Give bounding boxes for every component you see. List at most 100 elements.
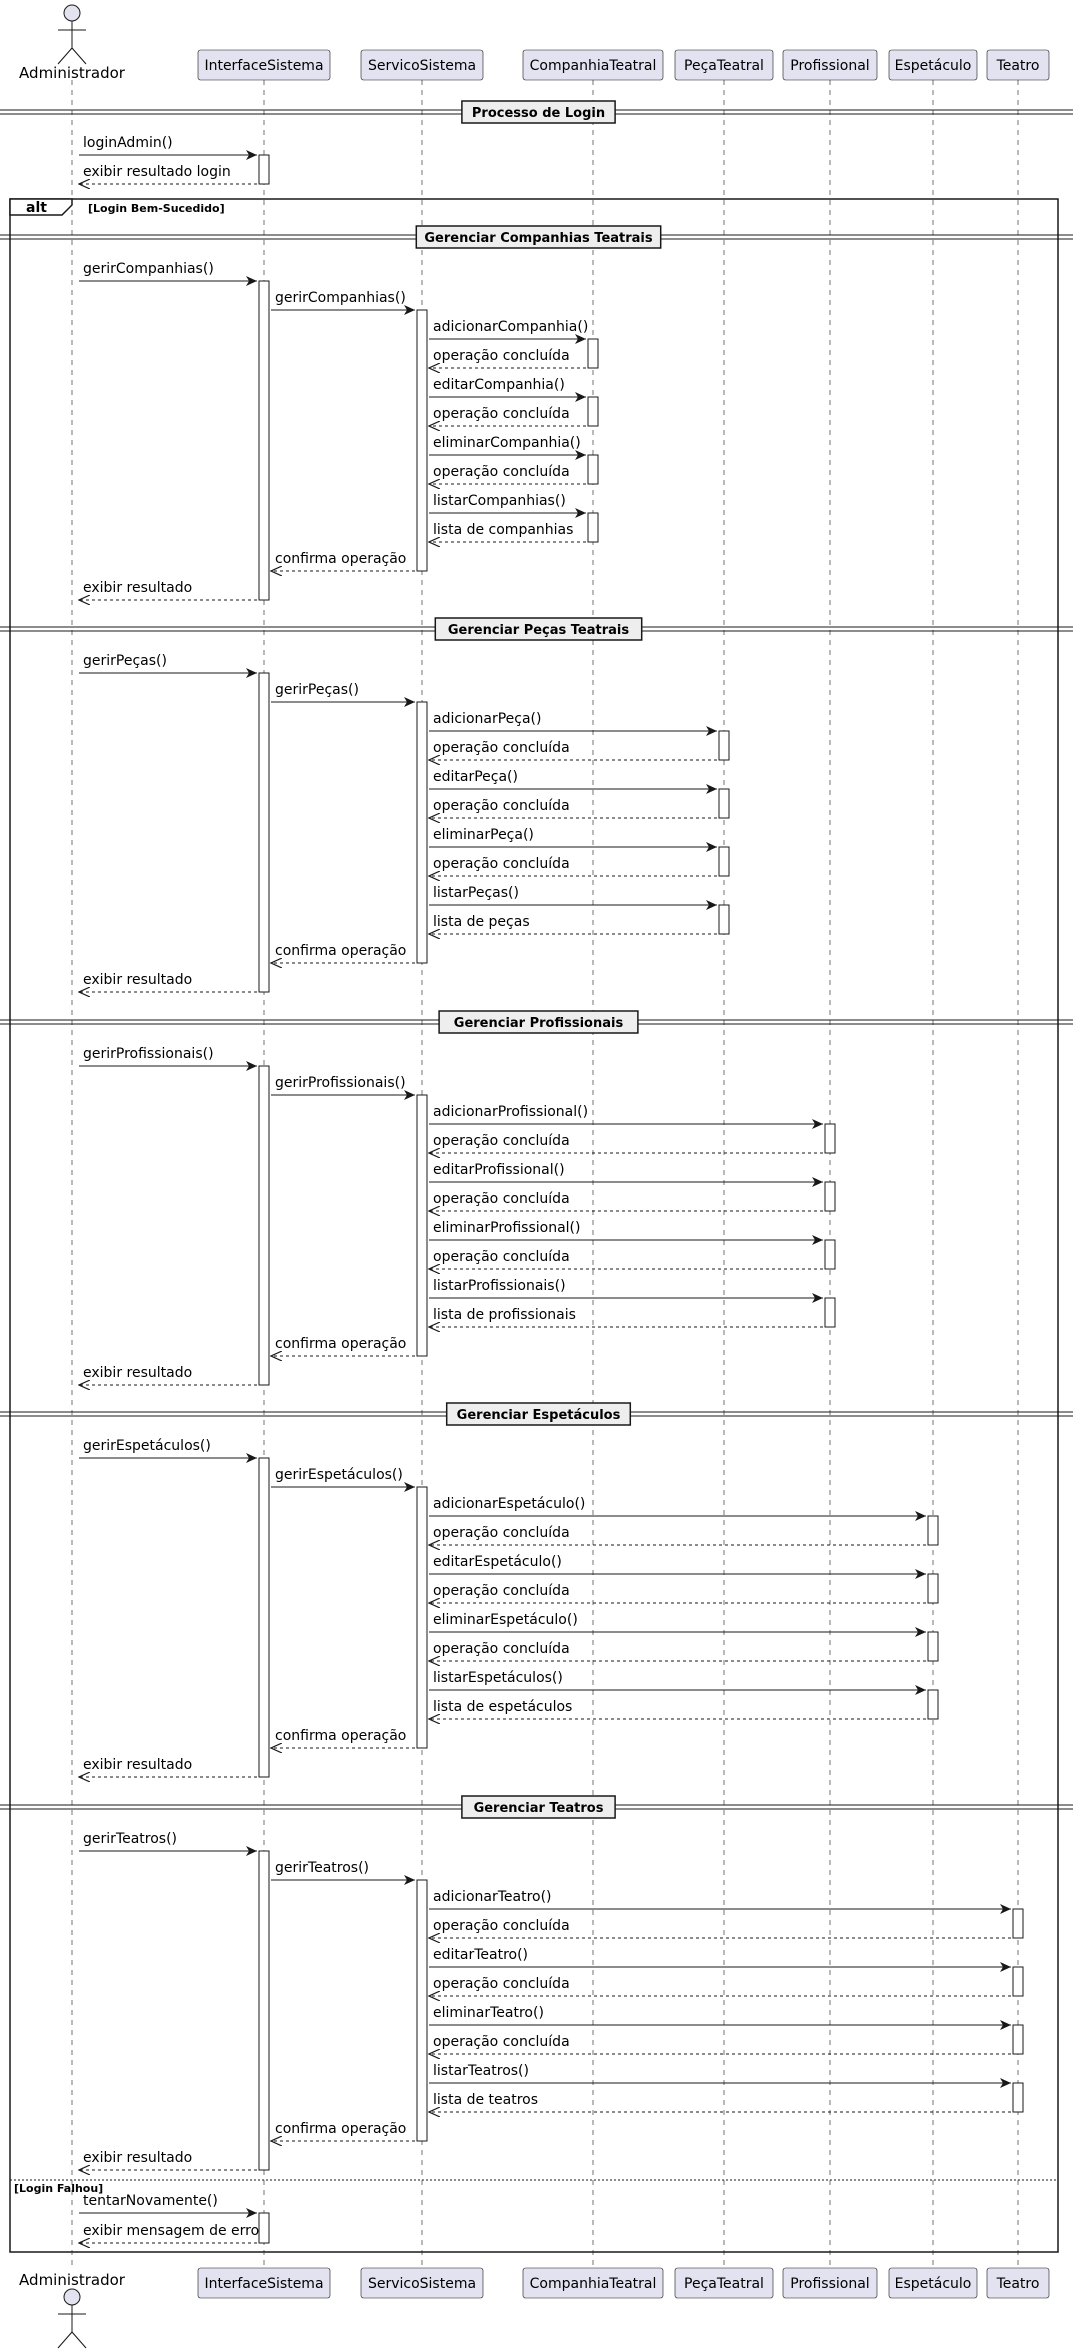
return-message: exibir resultado [79,972,257,992]
return-message: operação concluída [429,1583,926,1603]
call-message: gerirProfissionais() [271,1075,415,1100]
activation-esp [927,1573,939,1604]
actor-label: Administrador [19,64,126,82]
return-message: exibir resultado [79,1365,257,1385]
participant-label: PeçaTeatral [684,58,764,74]
message-label: operação concluída [433,1583,570,1599]
call-message: listarPeças() [429,885,717,910]
message-label: eliminarEspetáculo() [433,1612,578,1628]
return-message: exibir resultado login [79,164,257,184]
divider-label: Gerenciar Peças Teatrais [448,623,630,638]
call-message: listarCompanhias() [429,493,586,518]
participant-label: Teatro [996,2276,1040,2292]
activation-prof [824,1239,836,1270]
participant-label: Profissional [790,58,869,74]
message-label: operação concluída [433,348,570,364]
message-label: adicionarCompanhia() [433,319,588,335]
message-label: confirma operação [275,2121,406,2137]
call-message: editarCompanhia() [429,377,586,402]
message-label: confirma operação [275,943,406,959]
participant-ui-top: InterfaceSistema [197,49,331,81]
return-message: lista de espetáculos [429,1699,926,1719]
activation-teatro [1012,1966,1024,1997]
message-label: lista de teatros [433,2092,538,2108]
message-label: exibir mensagem de erro [83,2223,259,2239]
divider-label: Gerenciar Espetáculos [457,1408,621,1423]
message-label: gerirTeatros() [275,1860,369,1876]
message-label: editarEspetáculo() [433,1554,562,1570]
activations [258,154,1024,2244]
actor-label: Administrador [19,2271,126,2289]
message-label: gerirPeças() [275,682,359,698]
call-message: gerirTeatros() [271,1860,415,1885]
message-label: lista de peças [433,914,530,930]
message-label: exibir resultado [83,1365,192,1381]
divider-label: Processo de Login [472,106,605,121]
return-message: exibir resultado [79,580,257,600]
activation-peca [718,730,730,761]
message-label: operação concluída [433,1191,570,1207]
return-message: exibir mensagem de erro [79,2223,259,2243]
activation-cia [587,396,599,427]
activation-svc [416,1879,428,2142]
participant-label: InterfaceSistema [204,2276,323,2292]
message-label: gerirPeças() [83,653,167,669]
activation-ui [258,1065,270,1386]
message-label: editarPeça() [433,769,518,785]
call-message: gerirEspetáculos() [79,1438,257,1463]
participant-teatro-bottom: Teatro [986,2267,1050,2299]
message-label: editarProfissional() [433,1162,565,1178]
activation-ui [258,154,270,185]
call-message: eliminarPeça() [429,827,717,852]
message-label: operação concluída [433,798,570,814]
message-label: adicionarPeça() [433,711,541,727]
message-label: listarPeças() [433,885,519,901]
message-label: gerirCompanhias() [275,290,406,306]
participant-prof-top: Profissional [782,49,878,81]
section-divider: Gerenciar Teatros [0,1795,1073,1819]
divider-label: Gerenciar Companhias Teatrais [424,231,653,246]
call-message: gerirCompanhias() [271,290,415,315]
activation-ui [258,1850,270,2171]
message-label: confirma operação [275,1336,406,1352]
participant-label: InterfaceSistema [204,58,323,74]
message-label: listarCompanhias() [433,493,566,509]
participant-label: CompanhiaTeatral [530,2276,657,2292]
activation-peca [718,904,730,935]
message-label: adicionarEspetáculo() [433,1496,585,1512]
return-message: lista de peças [429,914,717,934]
message-label: eliminarPeça() [433,827,534,843]
message-label: lista de companhias [433,522,573,538]
return-message: operação concluída [429,1641,926,1661]
message-label: gerirProfissionais() [275,1075,406,1091]
return-message: operação concluída [429,740,717,760]
call-message: gerirCompanhias() [79,261,257,286]
call-message: listarProfissionais() [429,1278,823,1303]
message-label: adicionarTeatro() [433,1889,552,1905]
message-label: tentarNovamente() [83,2193,218,2209]
activation-svc [416,309,428,572]
call-message: adicionarPeça() [429,711,717,736]
message-label: eliminarTeatro() [433,2005,544,2021]
message-label: operação concluída [433,1641,570,1657]
message-label: exibir resultado login [83,164,231,180]
return-message: operação concluída [429,856,717,876]
message-label: operação concluída [433,1918,570,1934]
call-message: listarEspetáculos() [429,1670,926,1695]
activation-svc [416,1094,428,1357]
participant-peca-bottom: PeçaTeatral [674,2267,774,2299]
call-message: editarPeça() [429,769,717,794]
activation-ui [258,672,270,993]
return-message: confirma operação [271,1336,415,1356]
activation-teatro [1012,1908,1024,1939]
message-label: eliminarCompanhia() [433,435,581,451]
alt-fragment: alt[Login Bem-Sucedido][Login Falhou] [9,198,1059,2253]
return-message: operação concluída [429,1249,823,1269]
return-message: lista de teatros [429,2092,1011,2112]
message-label: gerirTeatros() [83,1831,177,1847]
activation-esp [927,1515,939,1546]
participant-prof-bottom: Profissional [782,2267,878,2299]
message-label: operação concluída [433,1249,570,1265]
